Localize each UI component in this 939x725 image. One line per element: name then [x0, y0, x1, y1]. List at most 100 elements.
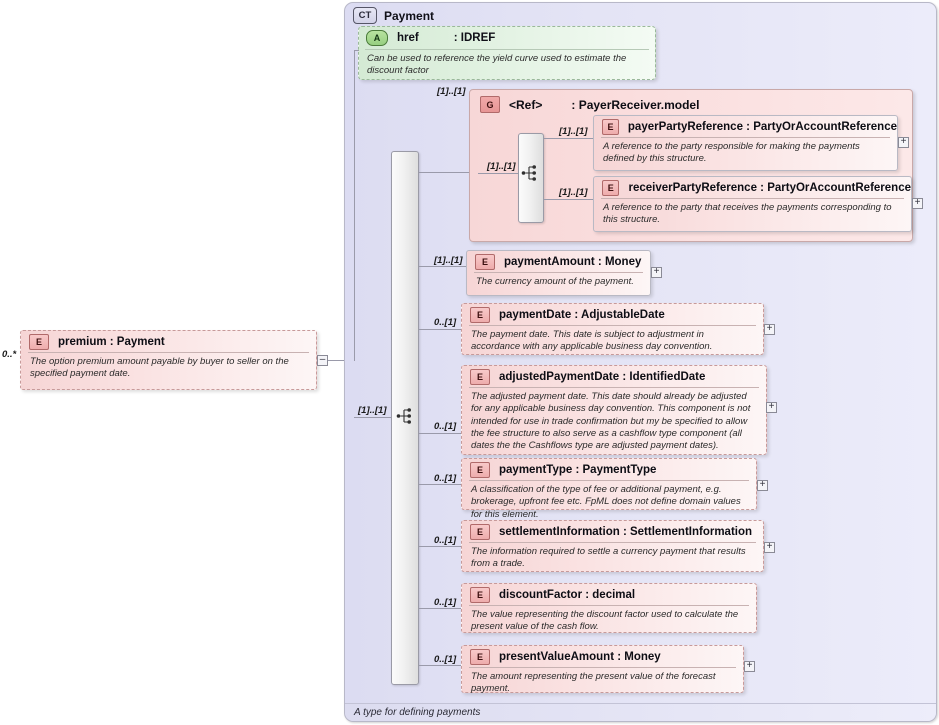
presentValueAmount-header: E presentValueAmount : Money	[462, 646, 743, 667]
connector-to-receiverPartyReference	[544, 199, 593, 200]
connector-to-adjustedPaymentDate	[419, 433, 461, 434]
presentValueAmount-element-box[interactable]: E presentValueAmount : Money The amount …	[461, 645, 744, 694]
connector-to-paymentDate	[419, 329, 461, 330]
element-badge-icon: E	[475, 253, 495, 270]
receiverPartyReference-header: E receiverPartyReference : PartyOrAccoun…	[594, 177, 911, 198]
payerPartyReference-element-box[interactable]: E payerPartyReference : PartyOrAccountRe…	[593, 115, 898, 171]
connector-to-paymentType	[419, 484, 461, 485]
paymentDate-documentation: The payment date. This date is subject t…	[471, 329, 713, 353]
complextype-badge-icon: CT	[353, 7, 377, 24]
plus-icon: +	[766, 322, 773, 334]
payerPartyReference-label: payerPartyReference : PartyOrAccountRefe…	[627, 120, 897, 133]
discountFactor-cardinality: 0..[1]	[434, 597, 457, 608]
element-badge-icon: E	[470, 306, 490, 323]
paymentAmount-header: E paymentAmount : Money	[467, 251, 650, 272]
divider	[365, 49, 649, 50]
group-badge-icon: G	[480, 96, 500, 113]
plus-icon: +	[759, 478, 766, 490]
href-attribute-box[interactable]: A href : IDREF Can be used to reference …	[358, 26, 656, 80]
adjustedPaymentDate-documentation: The adjusted payment date. This date sho…	[471, 391, 751, 452]
adjustedPaymentDate-label: adjustedPaymentDate : IdentifiedDate	[499, 370, 706, 383]
attribute-rail	[354, 50, 355, 361]
payerPartyReference-documentation: A reference to the party responsible for…	[603, 141, 860, 165]
paymentDate-expand-toggle[interactable]: +	[764, 322, 775, 335]
page-title: Payment	[384, 8, 435, 23]
ref-inner-sequence-cardinality: [1]..[1]	[487, 161, 516, 172]
paymentType-expand-toggle[interactable]: +	[757, 478, 768, 491]
element-badge-icon: E	[470, 368, 490, 385]
connector-to-presentValueAmount	[419, 665, 461, 666]
sequence-compositor-bar[interactable]	[391, 151, 419, 685]
payerPartyReference-expand-toggle[interactable]: +	[898, 136, 909, 148]
receiverPartyReference-cardinality: [1]..[1]	[559, 187, 588, 198]
receiverPartyReference-documentation: A reference to the party that receives t…	[603, 202, 892, 226]
premium-label: premium : Payment	[58, 335, 165, 348]
paymentDate-element-box[interactable]: E paymentDate : AdjustableDate The payme…	[461, 303, 764, 355]
discountFactor-label: discountFactor : decimal	[499, 588, 636, 601]
payerPartyReference-header: E payerPartyReference : PartyOrAccountRe…	[594, 116, 897, 137]
element-badge-icon: E	[602, 118, 619, 135]
connector-to-settlementInformation	[419, 546, 461, 547]
paymentType-documentation: A classification of the type of fee or a…	[471, 484, 741, 520]
settlementInformation-header: E settlementInformation : SettlementInfo…	[462, 521, 763, 542]
paymentAmount-element-box[interactable]: E paymentAmount : Money The currency amo…	[466, 250, 651, 296]
discountFactor-element-box[interactable]: E discountFactor : decimal The value rep…	[461, 583, 757, 633]
discountFactor-header: E discountFactor : decimal	[462, 584, 756, 605]
element-badge-icon: E	[470, 461, 490, 478]
sequence-icon	[521, 163, 541, 183]
paymentDate-cardinality: 0..[1]	[434, 317, 457, 328]
href-documentation: Can be used to reference the yield curve…	[367, 53, 627, 77]
adjustedPaymentDate-element-box[interactable]: E adjustedPaymentDate : IdentifiedDate T…	[461, 365, 767, 455]
divider	[469, 325, 756, 326]
complextype-header: CT Payment	[353, 7, 434, 24]
ref-group-type: : PayerReceiver.model	[571, 97, 700, 112]
receiverPartyReference-expand-toggle[interactable]: +	[912, 196, 923, 209]
paymentType-element-box[interactable]: E paymentType : PaymentType A classifica…	[461, 458, 757, 520]
plus-icon: +	[768, 400, 775, 412]
adjustedPaymentDate-header: E adjustedPaymentDate : IdentifiedDate	[462, 366, 766, 387]
paymentAmount-expand-toggle[interactable]: +	[651, 265, 662, 278]
sequence-cardinality: [1]..[1]	[358, 405, 387, 416]
paymentAmount-label: paymentAmount : Money	[504, 255, 642, 268]
premium-documentation: The option premium amount payable by buy…	[30, 356, 289, 380]
settlementInformation-cardinality: 0..[1]	[434, 535, 457, 546]
plus-icon: +	[653, 265, 660, 277]
paymentAmount-cardinality: [1]..[1]	[434, 255, 463, 266]
divider	[469, 387, 759, 388]
divider	[474, 272, 643, 273]
settlementInformation-expand-toggle[interactable]: +	[764, 540, 775, 553]
element-badge-icon: E	[470, 523, 490, 540]
paymentType-label: paymentType : PaymentType	[499, 463, 657, 476]
divider	[469, 667, 736, 668]
adjustedPaymentDate-cardinality: 0..[1]	[434, 421, 457, 432]
plus-icon: +	[766, 540, 773, 552]
divider	[469, 542, 756, 543]
divider	[601, 137, 890, 138]
premium-element-box[interactable]: E premium : Payment The option premium a…	[20, 330, 317, 390]
presentValueAmount-documentation: The amount representing the present valu…	[471, 671, 716, 695]
element-badge-icon: E	[470, 648, 490, 665]
premium-collapse-toggle[interactable]: –	[317, 353, 328, 366]
receiverPartyReference-element-box[interactable]: E receiverPartyReference : PartyOrAccoun…	[593, 176, 912, 232]
premium-cardinality: 0..*	[2, 349, 17, 360]
href-header: A href : IDREF	[359, 27, 655, 48]
adjustedPaymentDate-expand-toggle[interactable]: +	[766, 400, 777, 413]
presentValueAmount-expand-toggle[interactable]: +	[744, 659, 755, 672]
plus-icon: +	[914, 196, 921, 208]
paymentType-cardinality: 0..[1]	[434, 473, 457, 484]
complextype-footer-documentation: A type for defining payments	[345, 703, 936, 721]
discountFactor-documentation: The value representing the discount fact…	[471, 609, 739, 633]
divider	[28, 352, 309, 353]
minus-icon: –	[319, 353, 326, 365]
settlementInformation-element-box[interactable]: E settlementInformation : SettlementInfo…	[461, 520, 764, 572]
connector-to-paymentAmount	[419, 266, 466, 267]
sequence-icon	[396, 406, 416, 426]
connector-to-discountFactor	[419, 608, 461, 609]
premium-header: E premium : Payment	[21, 331, 316, 352]
payerPartyReference-cardinality: [1]..[1]	[559, 126, 588, 137]
ref-inner-sequence-bar[interactable]	[518, 133, 544, 223]
connector-into-sequence	[354, 417, 391, 418]
plus-icon: +	[746, 659, 753, 671]
element-badge-icon: E	[470, 586, 490, 603]
